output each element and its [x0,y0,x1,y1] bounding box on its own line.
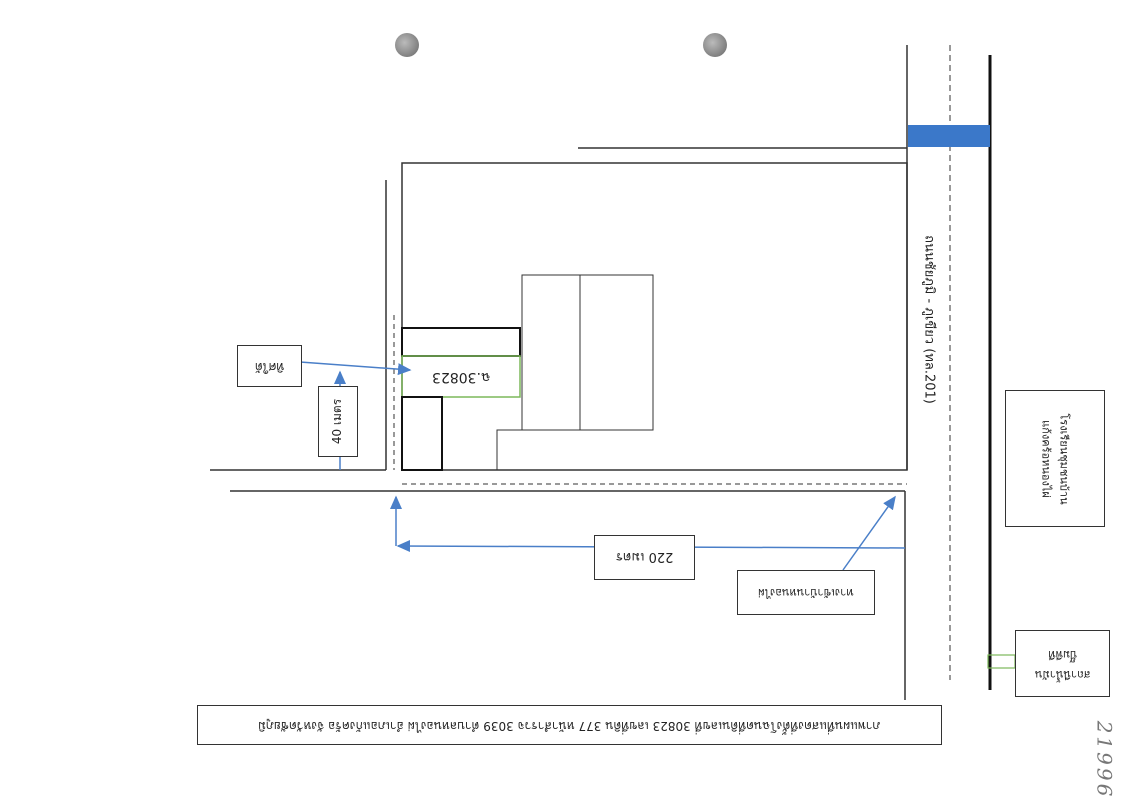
south-label-box: ทิศใต้ [237,345,302,387]
punch-hole [703,33,727,57]
parcel-30823 [401,355,521,398]
parcel-label: ฉ.30823 [431,368,491,385]
school-box: โรงเรียนชุมชนบ้าน แก้งคร้อหนองไผ่ [1005,390,1105,527]
building [521,274,654,431]
arrow-entrance [842,495,896,571]
lot-boundary [401,162,908,471]
gas-station-box: สถานีน้ำมัน ปั๊มพีที [1015,630,1110,697]
page-title: ภาพแผนที่แสดงที่ตั้งโฉนดที่ดินเลขที่ 308… [258,718,881,733]
location-marker [908,125,990,147]
arrow-south [299,361,412,376]
distance-40-box: 40 เมตร [318,386,358,457]
entrance-label-box: ทางเข้าบ้านหนองไผ่ [737,570,875,615]
punch-hole [395,33,419,57]
distance-220-box: 220 เมตร [594,535,695,580]
title-box: ภาพแผนที่แสดงที่ตั้งโฉนดที่ดินเลขที่ 308… [197,705,942,745]
